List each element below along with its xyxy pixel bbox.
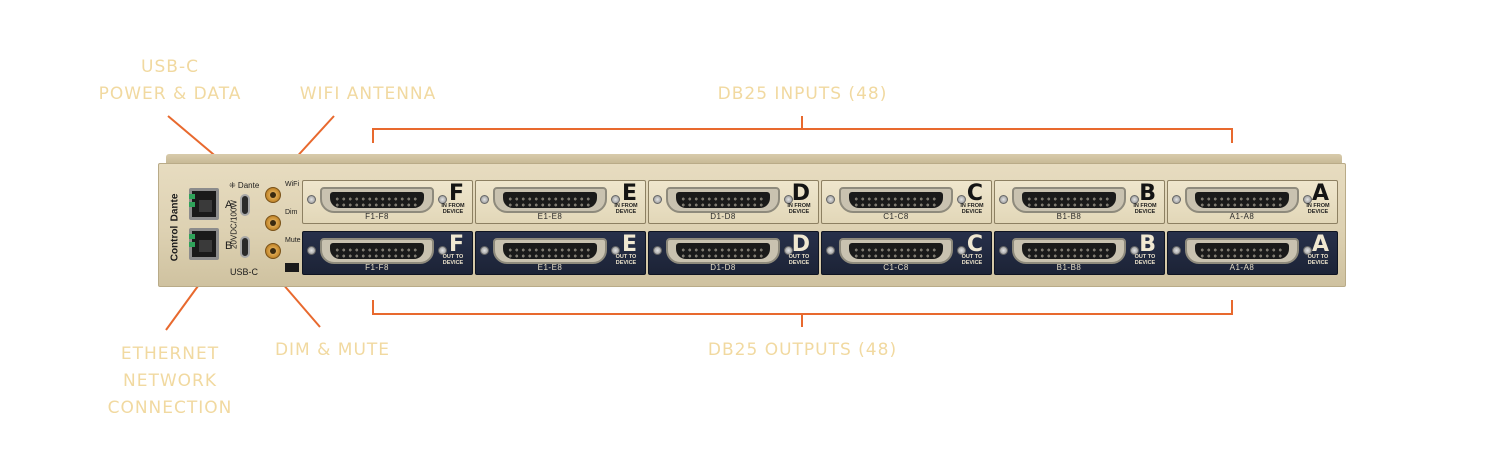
outputs-callout: DB25 OUTPUTS (48) xyxy=(707,340,898,360)
output-range: D1-D8 xyxy=(710,263,736,272)
output-range: E1-E8 xyxy=(537,263,563,272)
output-range: C1-C8 xyxy=(883,263,909,272)
output-letter: E xyxy=(621,232,637,257)
usb-c-port-a[interactable] xyxy=(240,194,250,216)
output-range: A1-A8 xyxy=(1229,263,1255,272)
ethernet-callout-line3: CONNECTION xyxy=(107,398,233,418)
input-range: A1-A8 xyxy=(1229,212,1255,221)
mute-jack[interactable] xyxy=(265,243,281,259)
input-range: B1-B8 xyxy=(1056,212,1082,221)
input-letter: D xyxy=(791,181,810,206)
outputs-bracket xyxy=(372,300,1233,315)
dim-mute-callout: DIM & MUTE xyxy=(274,340,391,360)
control-ethernet-port[interactable] xyxy=(189,228,219,260)
output-range: F1-F8 xyxy=(365,263,389,272)
dante-ethernet-port[interactable] xyxy=(189,188,219,220)
usb-c-port-b[interactable] xyxy=(240,236,250,258)
usbc-callout: USB-C POWER & DATA xyxy=(60,54,280,108)
output-letter: B xyxy=(1139,232,1156,257)
usbc-callout-line1: USB-C xyxy=(141,57,199,77)
input-range: F1-F8 xyxy=(365,212,389,221)
mute-label: Mute xyxy=(285,237,301,244)
power-spec-label: 20VDC/100W xyxy=(229,200,239,249)
ethernet-callout-line2: NETWORK xyxy=(123,371,217,391)
output-letter: D xyxy=(791,232,810,257)
ethernet-leader-line xyxy=(165,285,199,331)
usbc-callout-line2: POWER & DATA xyxy=(98,84,242,104)
dante-logo: ⁜ Dante xyxy=(229,181,260,190)
input-letter: B xyxy=(1139,181,1156,206)
wifi-callout: WIFI ANTENNA xyxy=(299,84,437,104)
control-port-label: Control xyxy=(169,225,181,262)
usb-b-label: B xyxy=(225,240,233,252)
input-range: C1-C8 xyxy=(883,212,909,221)
output-letter: A xyxy=(1311,232,1329,257)
wifi-label: WiFi xyxy=(285,181,299,188)
usb-a-label: A xyxy=(225,199,233,211)
output-letter: C xyxy=(966,232,983,257)
chassis-top xyxy=(166,154,1342,164)
dim-mute-leader-line xyxy=(281,282,321,328)
usb-c-label: USB-C xyxy=(230,267,259,277)
input-range: E1-E8 xyxy=(537,212,563,221)
input-letter: A xyxy=(1311,181,1329,206)
input-letter: F xyxy=(448,181,464,206)
output-range: B1-B8 xyxy=(1056,263,1082,272)
inputs-bracket xyxy=(372,128,1233,143)
input-letter: C xyxy=(966,181,983,206)
dim-label: Dim xyxy=(285,209,298,216)
output-letter: F xyxy=(448,232,464,257)
brand-mark-icon xyxy=(285,263,299,272)
dim-jack[interactable] xyxy=(265,215,281,231)
ethernet-callout-line1: ETHERNET xyxy=(120,344,220,364)
input-letter: E xyxy=(621,181,637,206)
ethernet-callout: ETHERNET NETWORK CONNECTION xyxy=(70,341,270,422)
input-range: D1-D8 xyxy=(710,212,736,221)
wifi-antenna-connector[interactable] xyxy=(265,187,281,203)
inputs-callout: DB25 INPUTS (48) xyxy=(717,84,888,104)
